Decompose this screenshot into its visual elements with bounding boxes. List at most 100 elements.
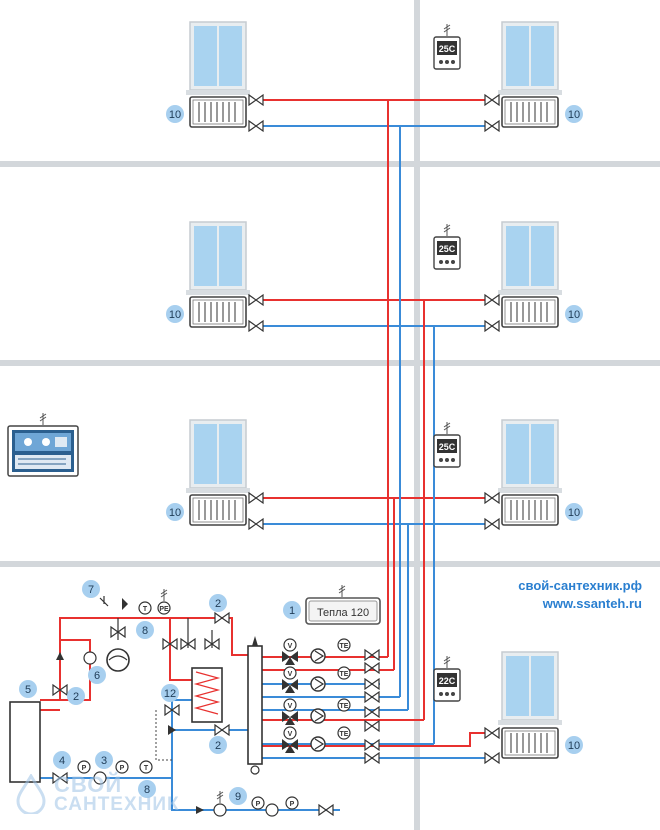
radiator-icon bbox=[189, 96, 247, 128]
thermostats: 25C 25C 25C 22C bbox=[433, 23, 461, 702]
window-icon bbox=[497, 21, 563, 96]
gauge-letter: P bbox=[82, 765, 87, 772]
thermostat-reading: 25C bbox=[439, 44, 456, 54]
pump-icon bbox=[310, 676, 326, 692]
badge-label: 7 bbox=[88, 584, 94, 596]
gauge-letter: TE bbox=[340, 671, 349, 678]
radiator-icon bbox=[189, 494, 247, 526]
badge: 9 bbox=[229, 787, 247, 805]
badge: 2 bbox=[209, 594, 227, 612]
badge: 3 bbox=[95, 751, 113, 769]
radiator-icon bbox=[501, 96, 559, 128]
badge: 10 bbox=[565, 105, 583, 123]
radiator-icon bbox=[189, 296, 247, 328]
badge-label: 2 bbox=[215, 598, 221, 610]
thermostat-floor-3: 25C bbox=[433, 23, 461, 70]
boiler-room: Тепла 120 bbox=[9, 584, 381, 817]
watermark-line-1: СВОЙ bbox=[54, 772, 123, 797]
badge: 10 bbox=[166, 305, 184, 323]
thermostat-reading: 22C bbox=[439, 676, 456, 686]
gauge-letter: V bbox=[288, 703, 293, 710]
badge-label: 9 bbox=[235, 791, 241, 803]
badge-label: 3 bbox=[101, 755, 107, 767]
radiator-icon bbox=[501, 296, 559, 328]
badge-label: 10 bbox=[169, 309, 181, 321]
window-icon bbox=[497, 419, 563, 494]
badge: 1 bbox=[283, 601, 301, 619]
radiator-icon bbox=[501, 494, 559, 526]
badges: 10 10 10 10 10 10 10 5 2 6 7 8 12 1 2 2 … bbox=[19, 105, 583, 805]
window-icon bbox=[185, 221, 251, 296]
badge: 2 bbox=[209, 736, 227, 754]
thermostat-floor-2: 25C bbox=[433, 223, 461, 270]
pump-icon bbox=[310, 648, 326, 664]
badge: 8 bbox=[138, 780, 156, 798]
thermostat-floor-1: 25C bbox=[433, 421, 461, 468]
pump-icon bbox=[310, 708, 326, 724]
gauge-letter: V bbox=[288, 731, 293, 738]
badge-label: 12 bbox=[164, 688, 176, 700]
thermostat-ground: 22C bbox=[433, 655, 461, 702]
window-icon bbox=[185, 21, 251, 96]
website-ru[interactable]: свой-сантехник.рф bbox=[518, 578, 642, 593]
badge: 2 bbox=[67, 687, 85, 705]
badge-label: 10 bbox=[568, 507, 580, 519]
gauge-icon bbox=[83, 651, 97, 665]
badge-label: 2 bbox=[73, 691, 79, 703]
badge-label: 10 bbox=[568, 309, 580, 321]
heat-exchanger-icon bbox=[191, 667, 223, 723]
control-panel-icon bbox=[7, 412, 79, 477]
badge-label: 10 bbox=[169, 109, 181, 121]
badge: 5 bbox=[19, 680, 37, 698]
gauge-letters: P P T T PE TE TE TE TE V V V V P P bbox=[82, 606, 349, 808]
gauge-letter: V bbox=[288, 643, 293, 650]
badge: 10 bbox=[565, 736, 583, 754]
heat-meter-label: Тепла 120 bbox=[317, 607, 369, 619]
gauge-letter: V bbox=[288, 671, 293, 678]
gauge-letter: P bbox=[256, 801, 261, 808]
thermostat-reading: 25C bbox=[439, 244, 456, 254]
website-url[interactable]: www.ssanteh.ru bbox=[542, 596, 642, 611]
hydraulic-separator-icon bbox=[247, 645, 263, 765]
wall bbox=[414, 0, 420, 830]
pump-icon bbox=[310, 736, 326, 752]
gauge-letter: P bbox=[120, 765, 125, 772]
window-icon bbox=[497, 651, 563, 726]
boiler-icon bbox=[9, 701, 41, 783]
gauge-letter: P bbox=[290, 801, 295, 808]
drop-icon bbox=[16, 774, 46, 814]
badge-label: 8 bbox=[144, 784, 150, 796]
floor-slab bbox=[0, 360, 660, 366]
badge: 10 bbox=[166, 503, 184, 521]
radiator-icon bbox=[501, 727, 559, 759]
badge-label: 10 bbox=[568, 109, 580, 121]
gauge-letter: T bbox=[143, 606, 148, 613]
pipes bbox=[40, 99, 487, 811]
watermark-line-2: САНТЕХНИК bbox=[54, 794, 180, 815]
badge: 10 bbox=[565, 305, 583, 323]
floor-slab bbox=[0, 561, 660, 567]
gauge-letter: T bbox=[144, 765, 149, 772]
badge-label: 2 bbox=[215, 740, 221, 752]
badge: 10 bbox=[565, 503, 583, 521]
expansion-tank-icon bbox=[106, 648, 130, 672]
gauge-icon bbox=[265, 803, 279, 817]
badge-label: 10 bbox=[568, 740, 580, 752]
badge: 10 bbox=[166, 105, 184, 123]
badge: 6 bbox=[88, 666, 106, 684]
gauge-letter: TE bbox=[340, 731, 349, 738]
badge-label: 4 bbox=[59, 755, 65, 767]
badge: 8 bbox=[136, 621, 154, 639]
gauge-letter: PE bbox=[159, 606, 169, 613]
mixing-valve-icon bbox=[282, 651, 298, 753]
badge-label: 1 bbox=[289, 605, 295, 617]
badge: 7 bbox=[82, 580, 100, 598]
badge-label: 8 bbox=[142, 625, 148, 637]
window-icon bbox=[497, 221, 563, 296]
badge-label: 6 bbox=[94, 670, 100, 682]
floor-slab bbox=[0, 161, 660, 167]
gauge-letter: TE bbox=[340, 643, 349, 650]
